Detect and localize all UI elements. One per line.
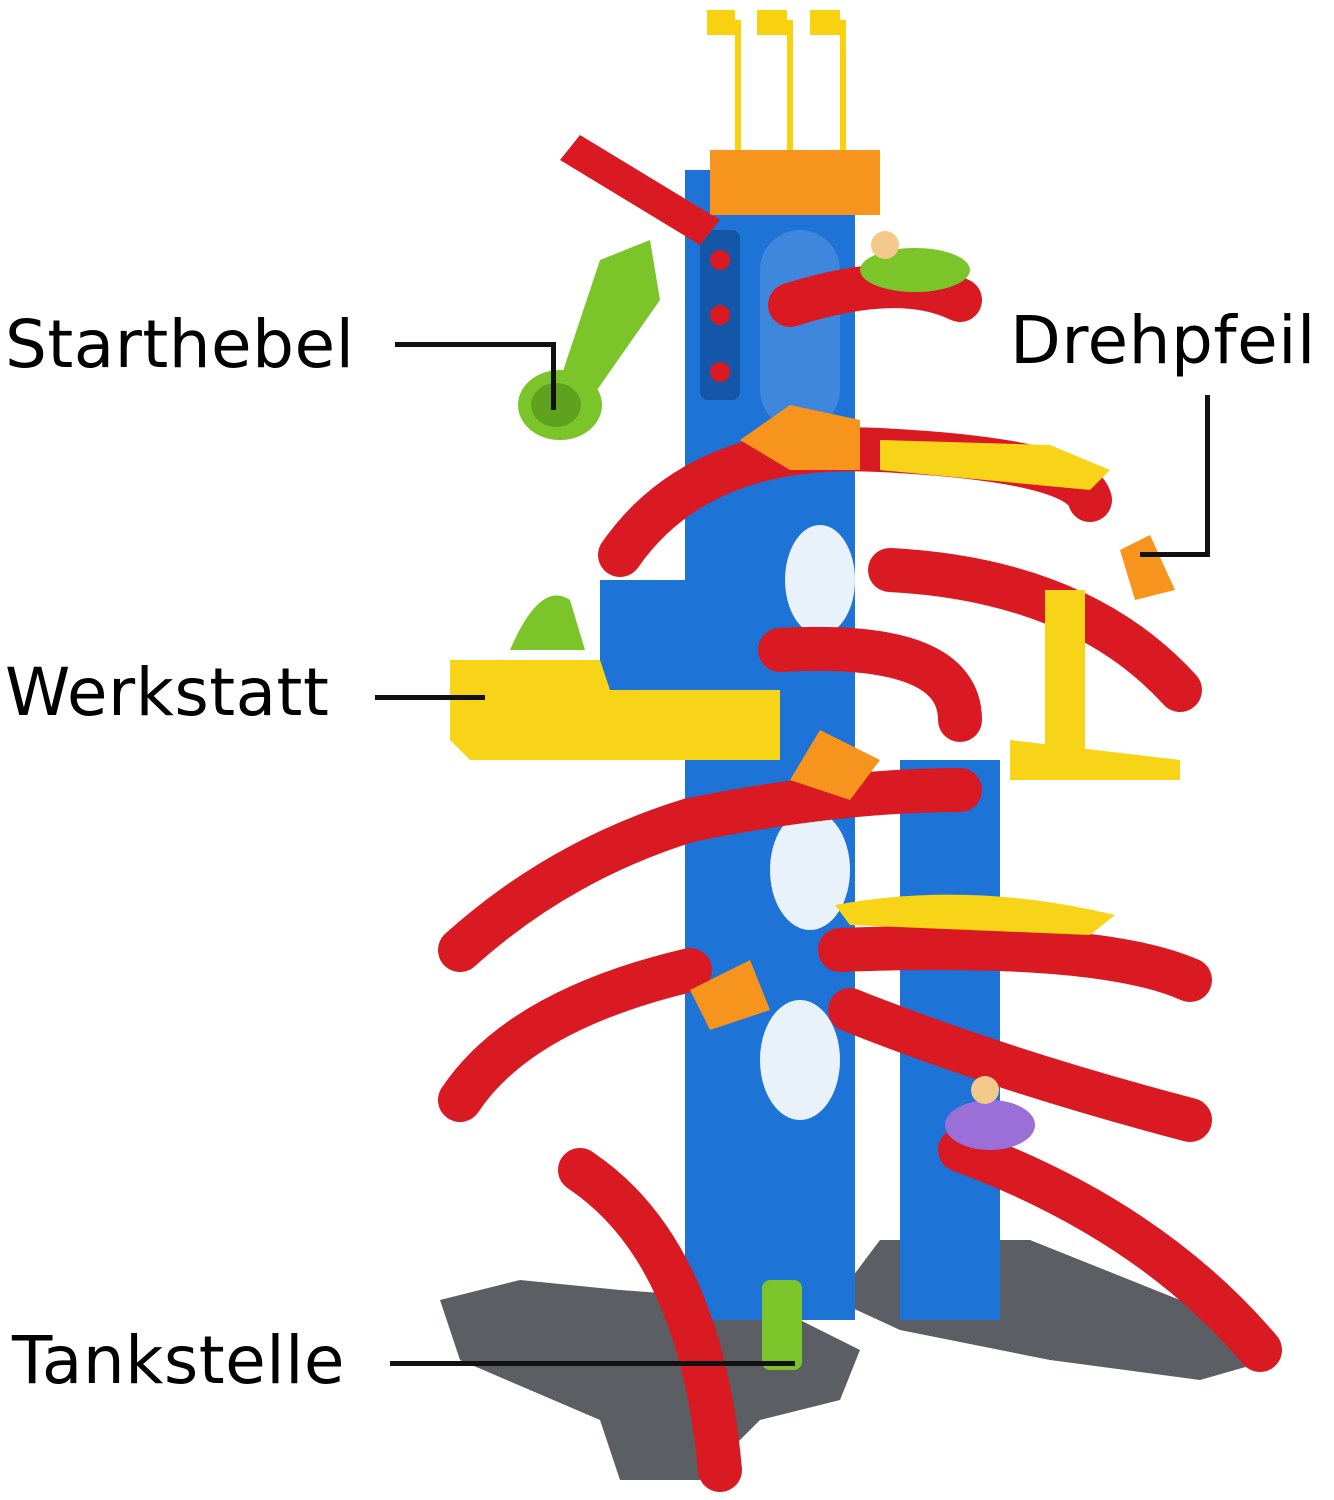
platforms (450, 440, 1180, 935)
start-lever (518, 240, 660, 440)
callout-starthebel-label: Starthebel (5, 306, 355, 383)
callout-drehpfeil-line-h (1140, 552, 1210, 557)
callout-drehpfeil-line-v (1205, 395, 1210, 557)
callout-starthebel-line-h (395, 342, 555, 347)
callout-starthebel-line-v (551, 342, 556, 410)
callout-werkstatt-line (375, 695, 485, 700)
flags (707, 10, 846, 150)
toy-cars (860, 231, 1035, 1150)
spiral-tracks (438, 264, 1282, 1492)
callout-tankstelle-label: Tankstelle (12, 1322, 346, 1399)
spin-arrows (690, 405, 1175, 1030)
callout-drehpfeil-label: Drehpfeil (1010, 302, 1316, 379)
gas-pump (762, 1280, 802, 1370)
callout-werkstatt-label: Werkstatt (5, 654, 330, 731)
callout-tankstelle-line (390, 1361, 795, 1366)
